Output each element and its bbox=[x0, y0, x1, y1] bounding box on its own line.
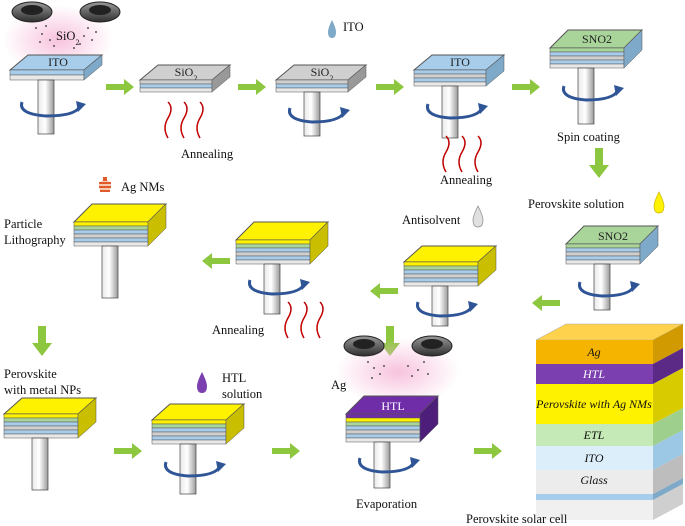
spin-pillar bbox=[431, 285, 449, 327]
evaporation-source-left bbox=[343, 335, 385, 357]
rotation-arrow bbox=[247, 279, 306, 296]
spin-pillar bbox=[593, 263, 611, 311]
rotation-arrow bbox=[20, 101, 82, 118]
stage-htl-solution: HTL solution bbox=[150, 371, 263, 495]
spin-pillar bbox=[179, 443, 197, 495]
annealing-label-3: Annealing bbox=[212, 323, 265, 337]
ag-nms-label: Ag NMs bbox=[121, 180, 165, 194]
solar-layer-label-ito: ITO bbox=[583, 451, 603, 465]
evaporation-source-right bbox=[411, 335, 453, 357]
evaporation-label: Evaporation bbox=[356, 497, 418, 511]
substrate-label-ito: ITO bbox=[48, 55, 68, 69]
solar-layer-ag bbox=[536, 340, 653, 364]
drop-icon-perovskite bbox=[653, 191, 665, 214]
rotation-arrow bbox=[287, 107, 346, 124]
rotation-arrow bbox=[425, 103, 484, 120]
drop-icon-ito bbox=[328, 20, 336, 38]
layer-glass bbox=[9, 74, 85, 81]
solar-cell-label: Perovskite solar cell bbox=[466, 512, 568, 526]
solar-layer-glass bbox=[536, 470, 653, 494]
rotation-arrow bbox=[357, 457, 416, 474]
spin-pillar bbox=[577, 67, 595, 125]
stage-perovskite-anneal: Annealing bbox=[212, 221, 330, 339]
stage-perovskite-solution: Perovskite solution SNO2 bbox=[528, 191, 665, 311]
flow-arrow-7 bbox=[370, 283, 398, 299]
spin-pillar bbox=[373, 441, 391, 489]
sputter-source-left bbox=[11, 1, 53, 23]
rotation-arrow bbox=[577, 281, 636, 298]
pmnp-label-2: with metal NPs bbox=[4, 383, 81, 397]
solar-layer-label-ag: Ag bbox=[586, 345, 600, 359]
stage-antisolvent: Antisolvent bbox=[402, 205, 498, 327]
heat-arrows-3 bbox=[284, 301, 324, 339]
flow-arrow-6 bbox=[532, 295, 560, 311]
spin-pillar bbox=[37, 79, 55, 135]
solar-layer-htl bbox=[536, 364, 653, 384]
substrate-label-ito-2: ITO bbox=[450, 55, 470, 69]
substrate-label-sno2-1: SNO2 bbox=[582, 32, 612, 46]
flow-arrow-9 bbox=[32, 326, 52, 356]
flow-arrow-8 bbox=[202, 253, 230, 269]
stage-sio2-anneal-1: SiO2 Annealing bbox=[138, 64, 234, 161]
substrate-label-htl: HTL bbox=[381, 399, 404, 413]
flow-arrow-13 bbox=[474, 443, 502, 459]
rotation-arrow bbox=[561, 85, 620, 102]
flow-arrow-4 bbox=[512, 79, 540, 95]
spin-pillar bbox=[101, 245, 119, 299]
htl-label-1: HTL bbox=[222, 371, 246, 385]
stage-perovskite-metal-nps: Perovskite with metal NPs bbox=[2, 367, 98, 491]
ag-nms-icon bbox=[99, 177, 111, 192]
substrate-label-sio2-1: SiO2 bbox=[175, 65, 198, 83]
heat-arrows-1 bbox=[164, 101, 204, 139]
htl-label-2: solution bbox=[222, 387, 263, 401]
substrate-label-sio2-2: SiO2 bbox=[311, 65, 334, 83]
rotation-arrow bbox=[415, 301, 474, 318]
heat-arrows-2 bbox=[442, 135, 482, 173]
spin-coating-label: Spin coating bbox=[557, 130, 621, 144]
drop-icon-htl bbox=[197, 372, 207, 393]
flow-arrow-5 bbox=[589, 148, 609, 178]
particle-label-2: Lithography bbox=[4, 233, 67, 247]
sputter-source-right bbox=[79, 1, 121, 23]
stage-ito-sputter: SiO2 ITO bbox=[3, 1, 121, 135]
flow-arrow-1 bbox=[106, 79, 134, 95]
stage-sno2-spin: SNO2 Spin coating bbox=[548, 29, 644, 144]
solar-layer-label-etl: ETL bbox=[583, 428, 605, 442]
solar-layer-perovskite bbox=[536, 384, 653, 424]
perovskite-solution-label: Perovskite solution bbox=[528, 197, 625, 211]
spin-pillar bbox=[31, 437, 49, 491]
stage-particle-lithography: Ag NMs Particle Lithography bbox=[4, 177, 168, 299]
solar-layer-label-htl: HTL bbox=[582, 367, 605, 381]
flow-arrow-2 bbox=[238, 79, 266, 95]
stage-evaporation: Ag HTL Evaporation bbox=[331, 335, 460, 511]
solar-cell-stack: Ag HTL Perovskite with Ag NMs ETL ITO Gl… bbox=[535, 323, 684, 520]
flow-arrow-12 bbox=[272, 443, 300, 459]
spin-pillar bbox=[303, 91, 321, 137]
stage-ito-anneal: ITO Annealing bbox=[412, 54, 506, 187]
solar-layer-ito bbox=[536, 446, 653, 470]
pmnp-label-1: Perovskite bbox=[4, 367, 57, 381]
spin-pillar bbox=[441, 85, 459, 139]
ito-drop-label: ITO bbox=[343, 20, 364, 34]
spin-pillar bbox=[263, 263, 281, 315]
sio2-source-label: SiO2 bbox=[56, 29, 79, 47]
ag-source-label: Ag bbox=[331, 378, 347, 392]
substrate-label-sno2-2: SNO2 bbox=[598, 229, 628, 243]
stage-sio2-ito-drop: ITO SiO2 bbox=[274, 20, 368, 137]
solar-layer-etl bbox=[536, 424, 653, 446]
evaporation-particles bbox=[367, 361, 429, 379]
flow-arrow-11 bbox=[114, 443, 142, 459]
flow-arrow-3 bbox=[376, 79, 404, 95]
layer-ito bbox=[9, 69, 85, 76]
annealing-label-1: Annealing bbox=[181, 147, 234, 161]
drop-icon-antisolvent bbox=[472, 205, 484, 228]
particle-label-1: Particle bbox=[4, 217, 43, 231]
sputter-particles bbox=[35, 25, 97, 49]
antisolvent-label: Antisolvent bbox=[402, 213, 461, 227]
rotation-arrow bbox=[163, 461, 222, 478]
annealing-label-2: Annealing bbox=[440, 173, 493, 187]
solar-layer-label-glass: Glass bbox=[580, 473, 608, 487]
solar-layer-label-perovskite: Perovskite with Ag NMs bbox=[535, 397, 652, 411]
